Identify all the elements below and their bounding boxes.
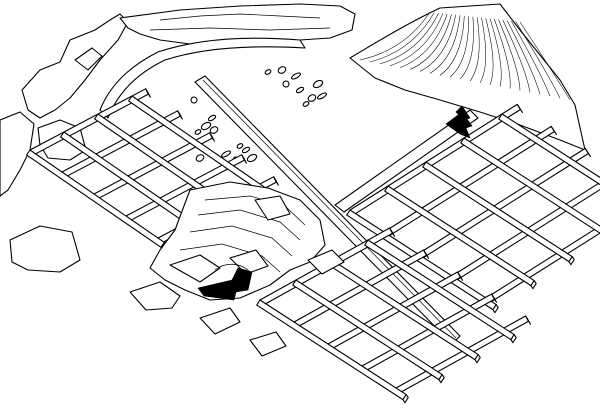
stone (246, 153, 258, 163)
stone (195, 154, 205, 162)
stone (207, 114, 217, 122)
scattered-stones (190, 66, 327, 164)
stone (241, 146, 251, 154)
stone (302, 101, 310, 107)
cross-avenue-wall (334, 109, 479, 213)
foundation-wall (395, 315, 530, 394)
stone (194, 129, 202, 135)
stone (236, 143, 244, 149)
stone (190, 96, 198, 104)
black-marker-arrow-south (197, 267, 253, 301)
stone (277, 66, 287, 74)
stone (209, 126, 219, 134)
wall-remains-lower-left (9, 225, 345, 357)
black-marker-arrow-north (445, 105, 473, 139)
stone (264, 69, 272, 75)
foundation-wall (460, 137, 600, 234)
stone (291, 72, 301, 80)
stone (295, 86, 305, 94)
stone (200, 121, 212, 131)
stone (282, 80, 290, 88)
grid-foundations-south (256, 227, 532, 404)
stone (317, 92, 327, 100)
stone (221, 150, 231, 158)
grid-foundations-east (346, 103, 600, 314)
collapsed-building-complex (149, 181, 326, 301)
contoured-rubble-mound (349, 3, 586, 151)
stone (312, 79, 324, 89)
foundation-wall (498, 113, 600, 186)
diagonal-avenue-wall (194, 75, 461, 345)
curved-enclosure-wall (99, 37, 306, 119)
stone (307, 94, 317, 102)
